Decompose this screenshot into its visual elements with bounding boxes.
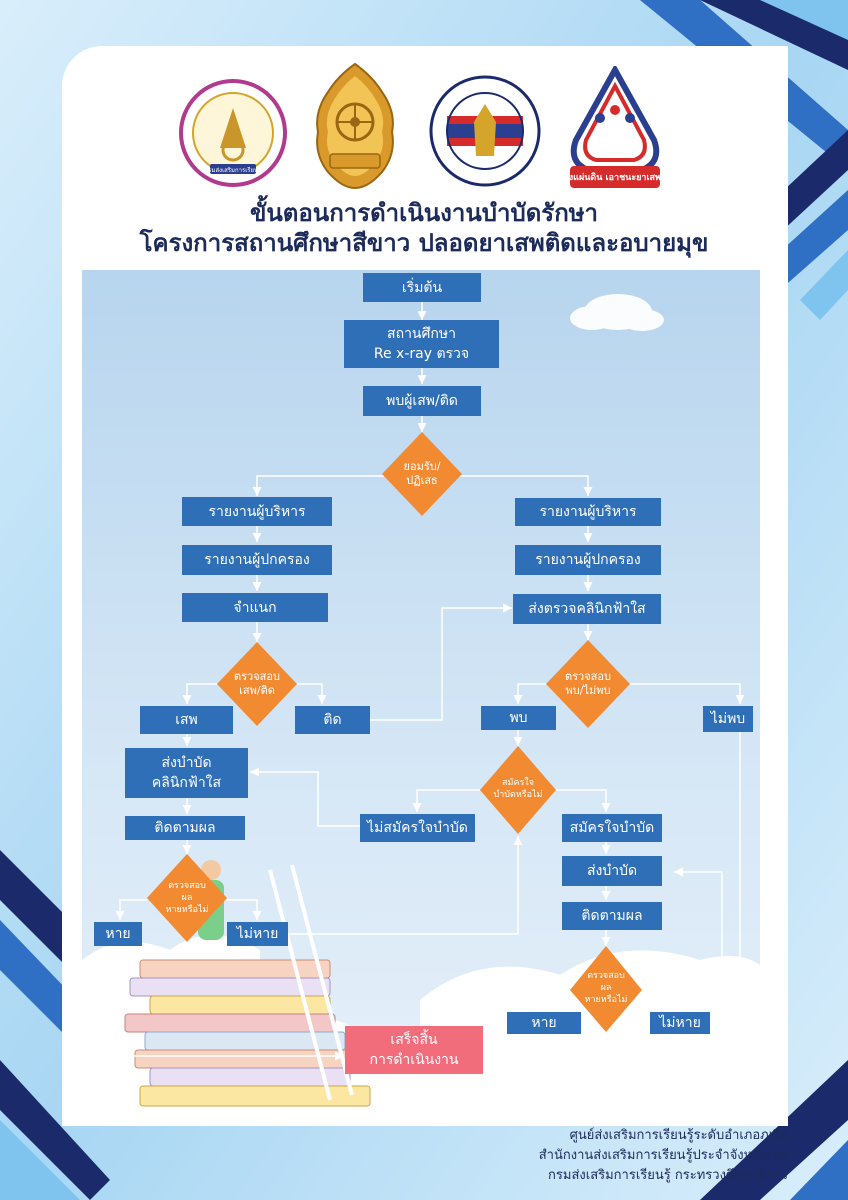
classify-box: จำแนก bbox=[182, 593, 328, 622]
check-user-label: ตรวจสอบ เสพ/ติด bbox=[222, 666, 292, 702]
follow-right-box: ติดตามผล bbox=[562, 902, 662, 930]
send-treat-line2: คลินิกฟ้าใส bbox=[151, 775, 222, 791]
cloud-decoration bbox=[570, 294, 664, 331]
result-left-line2: ผล bbox=[181, 893, 193, 903]
check-user-diamond bbox=[217, 642, 297, 726]
logo-anti-drug: พลังแผ่นดิน เอาชนะยาเสพติด bbox=[562, 66, 668, 188]
page-title-line2: โครงการสถานศึกษาสีขาว ปลอดยาเสพติดและอบา… bbox=[139, 229, 709, 257]
not-found-box: ไม่พบ bbox=[703, 706, 753, 732]
start-box: เริ่มต้น bbox=[363, 273, 481, 302]
school-line1: สถานศึกษา bbox=[387, 326, 456, 342]
volunteer-q-line2: บำบัดหรือไม่ bbox=[493, 790, 543, 800]
flowchart-connectors bbox=[82, 294, 760, 1114]
user-box: เสพ bbox=[140, 706, 233, 734]
logo1-label: กรมส่งเสริมการเรียนรู้ bbox=[205, 166, 262, 174]
check-user-line1: ตรวจสอบ bbox=[234, 670, 280, 683]
school-line2: Re x-ray ตรวจ bbox=[373, 346, 470, 362]
volunteer-q-line1: สมัครใจ bbox=[502, 778, 534, 788]
send-treat-right-box: ส่งบำบัด bbox=[562, 856, 662, 886]
result-right-diamond bbox=[570, 946, 642, 1032]
not-volunteer-box: ไม่สมัครใจบำบัด bbox=[360, 814, 475, 842]
accept-diamond bbox=[382, 432, 462, 516]
left-report-parent-box: รายงานผู้ปกครอง bbox=[182, 545, 332, 575]
send-clinic-box: ส่งตรวจคลินิกฟ้าใส bbox=[513, 594, 661, 624]
send-treat-left-box: ส่งบำบัด คลินิกฟ้าใส bbox=[125, 748, 248, 798]
volunteer-q-label: สมัครใจ บำบัดหรือไม่ bbox=[486, 772, 550, 806]
accept-label: ยอมรับ/ ปฏิเสธ bbox=[392, 452, 452, 496]
logo-learning-department: กรมส่งเสริมการเรียนรู้ bbox=[179, 79, 287, 187]
footer-line3: กรมส่งเสริมการเรียนรู้ กระทรวงศึกษาธิการ bbox=[548, 1168, 788, 1183]
cured-left-box: หาย bbox=[94, 922, 142, 946]
result-left-line3: หายหรือไม่ bbox=[165, 905, 209, 915]
result-right-line3: หายหรือไม่ bbox=[584, 995, 628, 1005]
result-left-diamond bbox=[147, 854, 227, 942]
addict-box: ติด bbox=[295, 706, 370, 734]
check-found-line1: ตรวจสอบ bbox=[565, 670, 611, 683]
check-user-line2: เสพ/ติด bbox=[239, 684, 275, 697]
result-right-line1: ตรวจสอบ bbox=[587, 971, 625, 981]
send-treat-line1: ส่งบำบัด bbox=[161, 755, 212, 771]
end-line1: เสร็จสิ้น bbox=[390, 1032, 438, 1048]
accept-line1: ยอมรับ/ bbox=[403, 460, 441, 473]
result-left-label: ตรวจสอบ ผล หายหรือไม่ bbox=[152, 876, 222, 920]
check-found-diamond bbox=[546, 640, 630, 728]
volunteer-diamond bbox=[480, 746, 556, 834]
accept-line2: ปฏิเสธ bbox=[406, 474, 438, 487]
check-found-label: ตรวจสอบ พบ/ไม่พบ bbox=[553, 666, 623, 702]
footer-line1: ศูนย์ส่งเสริมการเรียนรู้ระดับอำเภอภูเรือ bbox=[569, 1128, 788, 1143]
logo-ministry-education bbox=[316, 62, 394, 190]
right-report-admin-box: รายงานผู้บริหาร bbox=[515, 498, 661, 526]
check-found-line2: พบ/ไม่พบ bbox=[565, 684, 611, 697]
right-report-parent-box: รายงานผู้ปกครอง bbox=[515, 545, 661, 575]
result-left-line1: ตรวจสอบ bbox=[168, 881, 206, 891]
not-cured-right-box: ไม่หาย bbox=[650, 1012, 710, 1034]
footer-line2: สำนักงานส่งเสริมการเรียนรู้ประจำจังหวัดเ… bbox=[538, 1148, 788, 1163]
result-right-line2: ผล bbox=[600, 983, 612, 993]
not-cured-left-box: ไม่หาย bbox=[227, 922, 288, 946]
end-line2: การดำเนินงาน bbox=[369, 1052, 459, 1068]
logo-white-school-project bbox=[429, 75, 541, 187]
end-box: เสร็จสิ้น การดำเนินงาน bbox=[345, 1026, 483, 1074]
found-right-box: พบ bbox=[481, 706, 556, 730]
volunteer-box: สมัครใจบำบัด bbox=[562, 814, 662, 842]
left-report-admin-box: รายงานผู้บริหาร bbox=[182, 497, 332, 526]
found-box: พบผู้เสพ/ติด bbox=[363, 386, 481, 416]
follow-left-box: ติดตามผล bbox=[125, 816, 245, 840]
result-right-label: ตรวจสอบ ผล หายหรือไม่ bbox=[574, 966, 638, 1010]
cured-right-box: หาย bbox=[507, 1012, 581, 1034]
page-title-line1: ขั้นตอนการดำเนินงานบำบัดรักษา bbox=[249, 199, 599, 227]
school-box: สถานศึกษา Re x-ray ตรวจ bbox=[344, 320, 499, 368]
logo4-label: พลังแผ่นดิน เอาชนะยาเสพติด bbox=[562, 172, 668, 183]
